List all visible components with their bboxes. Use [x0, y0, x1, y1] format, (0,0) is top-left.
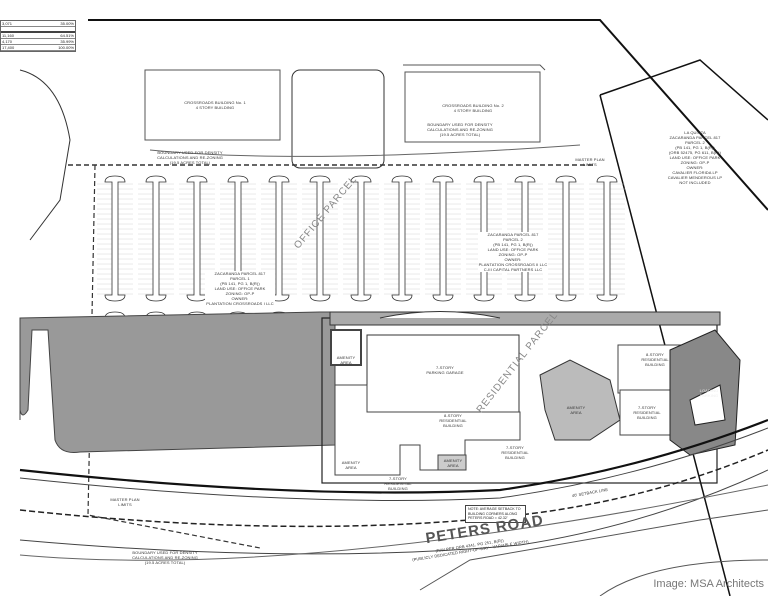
table-cell: 100.00%	[58, 45, 74, 50]
parking-island	[432, 175, 454, 302]
parking-island	[145, 175, 167, 302]
curb-line	[19, 69, 71, 241]
residential-building-label: 7-STORY RESIDENTIAL BUILDING	[501, 445, 529, 460]
amenity-area-label: AMENITY AREA	[566, 405, 586, 415]
table-cell: 3,071	[2, 21, 13, 26]
parking-island	[391, 175, 413, 302]
amenity-area-label: AMENITY AREA	[443, 458, 463, 468]
master-plan-limits-label: MASTER PLAN LIMITS	[575, 157, 605, 167]
table-cell: 17,400	[2, 45, 15, 50]
amenity-area-label: AMENITY AREA	[336, 355, 356, 365]
loading-parking-label: LOADING PARKING	[699, 388, 719, 398]
table-cell: 4,170	[2, 39, 13, 44]
parking-garage	[366, 334, 520, 413]
table-row: 3,071 35.00%	[1, 21, 75, 27]
parking-island	[555, 175, 577, 302]
master-plan-limits-label: MASTER PLAN LIMITS	[110, 497, 140, 507]
residential-building-right-7	[619, 389, 671, 436]
residential-building-label: 7-STORY RESIDENTIAL BUILDING	[384, 476, 412, 491]
boundary-note: BOUNDARY USED FOR DENSITY CALCULATIONS A…	[157, 150, 223, 165]
crossroads-building-1	[144, 69, 281, 141]
crossroads-building-1-label: CROSSROADS BUILDING No. 1 4 STORY BUILDI…	[184, 100, 246, 110]
table-row: 11,160 64.51%	[1, 31, 75, 39]
residential-building-label: 8-STORY RESIDENTIAL BUILDING	[439, 413, 467, 428]
table-row: 17,400 100.00%	[1, 45, 75, 51]
image-credit: Image: MSA Architects	[653, 578, 764, 590]
zacaranda-parcel-2-label: ZACARANDA PARCEL 817 PARCEL 2 (PB 141, P…	[478, 232, 548, 272]
table-row: 4,170 35.99%	[1, 39, 75, 45]
boundary-note: BOUNDARY USED FOR DENSITY CALCULATIONS A…	[132, 550, 198, 565]
residential-building-right	[539, 359, 621, 441]
garage-structure-top	[291, 69, 385, 169]
residential-building-label: 7-STORY RESIDENTIAL BUILDING	[633, 405, 661, 420]
property-line-la-quinta	[599, 59, 768, 121]
table-cell: 11,160	[2, 33, 14, 38]
amenity-area-label: AMENITY AREA	[341, 460, 361, 470]
parking-island	[186, 175, 208, 302]
table-cell: 35.00%	[60, 21, 74, 26]
boundary-note: BOUNDARY USED FOR DENSITY CALCULATIONS A…	[427, 122, 493, 137]
la-quinta-parcel-label: LA QUINTA ZACARANDA PARCEL 817 PARCEL 2 …	[667, 130, 723, 185]
setback-note: NOTE: AVERAGE SETBACK TO BUILDING CORNER…	[465, 505, 526, 523]
parking-island	[309, 175, 331, 302]
crossroads-building-2	[404, 71, 541, 143]
amenity-area-top	[330, 329, 362, 366]
boundary-dashed-line-left	[87, 164, 261, 549]
residential-building-label: 8-STORY RESIDENTIAL BUILDING	[641, 352, 669, 367]
parking-island	[350, 175, 372, 302]
summary-table: 3,071 35.00% 11,160 64.51% 4,170 35.99% 17,…	[0, 20, 76, 52]
parking-island	[596, 175, 618, 302]
crossroads-building-2-label: CROSSROADS BUILDING No. 2 4 STORY BUILDI…	[442, 103, 504, 113]
amenity-center	[437, 454, 467, 471]
property-line	[88, 19, 768, 211]
parking-garage-label: 7-STORY PARKING GARAGE	[426, 365, 464, 375]
table-cell: 64.51%	[60, 33, 74, 38]
table-cell: 35.99%	[60, 39, 74, 44]
parking-island	[104, 175, 126, 302]
zacaranda-parcel-1-label: ZACARANDA PARCEL 817 PARCEL 1 (PB 141, P…	[205, 271, 275, 306]
road-edge-north	[19, 418, 768, 494]
